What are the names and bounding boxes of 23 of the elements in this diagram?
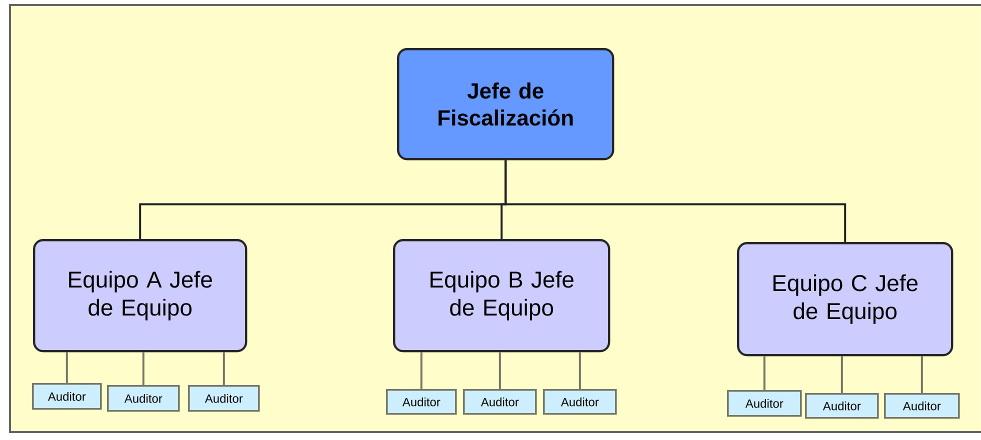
connector-line [420,352,422,389]
connector-line [504,160,846,242]
connector-line [763,356,766,390]
connector-line [142,352,144,385]
auditor-box: Auditor [463,389,537,415]
team-box: Equipo A Jefe de Equipo [33,239,248,352]
auditor-box: Auditor [188,385,260,412]
auditor-box: Auditor [107,385,180,412]
connector-line [222,352,225,385]
auditor-box: Auditor [884,393,960,419]
team-box: Equipo C Jefe de Equipo [737,242,954,356]
connector-line [840,356,843,393]
auditor-box: Auditor [805,393,879,419]
auditor-box: Auditor [386,389,457,415]
connector-line [498,352,501,389]
connector-line [66,352,68,383]
chief-box: Jefe de Fiscalización [397,48,614,160]
auditor-box: Auditor [32,383,102,410]
connector-line [920,356,923,393]
team-box: Equipo B Jefe de Equipo [393,239,610,352]
connector-line [578,352,581,389]
auditor-box: Auditor [543,389,617,415]
auditor-box: Auditor [727,390,802,417]
